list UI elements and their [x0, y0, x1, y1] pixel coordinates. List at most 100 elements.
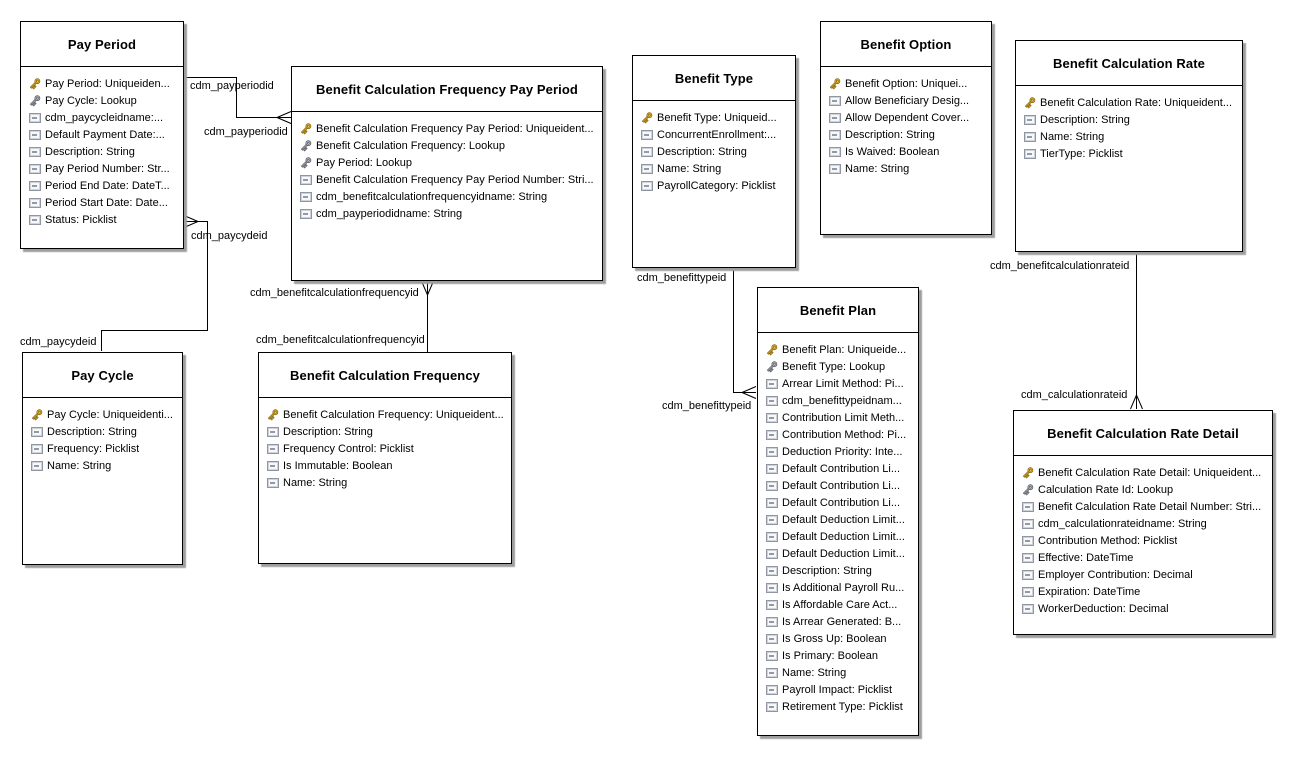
- field-label: Employer Contribution: Decimal: [1038, 568, 1193, 581]
- entity-fields: Benefit Type: Uniqueid...ConcurrentEnrol…: [633, 101, 795, 194]
- attr-icon: [1020, 568, 1035, 581]
- entity-benefit-option[interactable]: Benefit Option Benefit Option: Uniquei..…: [820, 21, 992, 235]
- attr-icon: [265, 459, 280, 472]
- attr-icon: [764, 666, 779, 679]
- attr-icon: [639, 145, 654, 158]
- field-row: TierType: Picklist: [1022, 145, 1239, 162]
- connector-label: cdm_benefitcalculationrateid: [990, 260, 1130, 272]
- attr-icon: [29, 442, 44, 455]
- attr-icon: [1020, 500, 1035, 513]
- field-row: Pay Period Number: Str...: [27, 160, 180, 177]
- field-row: Calculation Rate Id: Lookup: [1020, 481, 1269, 498]
- connector-label: cdm_paycydeid: [20, 336, 97, 348]
- field-row: cdm_calculationrateidname: String: [1020, 515, 1269, 532]
- attr-icon: [1020, 551, 1035, 564]
- field-label: Benefit Calculation Frequency Pay Period…: [316, 122, 594, 135]
- attr-icon: [827, 162, 842, 175]
- field-row: Frequency Control: Picklist: [265, 440, 508, 457]
- field-label: Arrear Limit Method: Pi...: [782, 377, 904, 390]
- field-row: Benefit Plan: Uniqueide...: [764, 341, 915, 358]
- field-row: Name: String: [265, 474, 508, 491]
- field-row: Is Immutable: Boolean: [265, 457, 508, 474]
- attr-icon: [764, 377, 779, 390]
- field-label: Pay Period: Uniqueiden...: [45, 77, 170, 90]
- entity-benefit-calculation-rate-detail[interactable]: Benefit Calculation Rate Detail Benefit …: [1013, 410, 1273, 635]
- field-label: Benefit Calculation Frequency: Uniqueide…: [283, 408, 504, 421]
- connector-label: cdm_benefittypeid: [637, 272, 727, 284]
- attr-icon: [265, 442, 280, 455]
- entity-benefit-calculation-frequency[interactable]: Benefit Calculation Frequency Benefit Ca…: [258, 352, 512, 564]
- connector-bcf-bcfpp[interactable]: [421, 280, 434, 352]
- field-label: Is Arrear Generated: B...: [782, 615, 902, 628]
- field-row: Name: String: [827, 160, 988, 177]
- field-row: Is Additional Payroll Ru...: [764, 579, 915, 596]
- attr-icon: [764, 564, 779, 577]
- field-row: Retirement Type: Picklist: [764, 698, 915, 715]
- connector-paycycle-payperiod[interactable]: [101, 215, 208, 352]
- field-label: Is Immutable: Boolean: [283, 459, 393, 472]
- key-gold-icon: [1020, 466, 1035, 479]
- field-row: Payroll Impact: Picklist: [764, 681, 915, 698]
- field-row: Default Contribution Li...: [764, 460, 915, 477]
- field-label: Retirement Type: Picklist: [782, 700, 903, 713]
- field-label: Description: String: [782, 564, 872, 577]
- field-row: Benefit Calculation Frequency Pay Period…: [298, 120, 599, 137]
- attr-icon: [27, 213, 42, 226]
- attr-icon: [764, 649, 779, 662]
- field-label: cdm_paycycleidname:...: [45, 111, 163, 124]
- field-row: Benefit Calculation Rate Detail: Uniquei…: [1020, 464, 1269, 481]
- entity-title: Benefit Type: [633, 56, 795, 101]
- field-label: Pay Cycle: Lookup: [45, 94, 137, 107]
- attr-icon: [764, 547, 779, 560]
- field-row: Description: String: [265, 423, 508, 440]
- entity-benefit-calculation-rate[interactable]: Benefit Calculation Rate Benefit Calcula…: [1015, 40, 1243, 252]
- field-label: Is Additional Payroll Ru...: [782, 581, 905, 594]
- attr-icon: [827, 145, 842, 158]
- field-label: Benefit Plan: Uniqueide...: [782, 343, 907, 356]
- field-row: Period Start Date: Date...: [27, 194, 180, 211]
- key-gold-icon: [29, 408, 44, 421]
- attr-icon: [764, 411, 779, 424]
- field-row: Employer Contribution: Decimal: [1020, 566, 1269, 583]
- field-label: Name: String: [657, 162, 722, 175]
- field-row: Is Affordable Care Act...: [764, 596, 915, 613]
- field-row: Name: String: [29, 457, 179, 474]
- field-label: Allow Dependent Cover...: [845, 111, 970, 124]
- field-label: Benefit Type: Lookup: [782, 360, 886, 373]
- field-label: Description: String: [845, 128, 935, 141]
- entity-fields: Pay Cycle: Uniqueidenti...Description: S…: [23, 398, 182, 474]
- connector-payperiod-bcfpp[interactable]: [184, 77, 292, 124]
- entity-pay-cycle[interactable]: Pay Cycle Pay Cycle: Uniqueidenti...Desc…: [22, 352, 183, 565]
- field-label: Benefit Option: Uniquei...: [845, 77, 968, 90]
- entity-title: Benefit Plan: [758, 288, 918, 333]
- field-row: Name: String: [764, 664, 915, 681]
- field-label: TierType: Picklist: [1040, 147, 1123, 160]
- key-gold-icon: [764, 343, 779, 356]
- entity-pay-period[interactable]: Pay Period Pay Period: Uniqueiden...Pay …: [20, 21, 184, 249]
- entity-title: Benefit Calculation Frequency Pay Period: [292, 67, 602, 112]
- attr-icon: [265, 425, 280, 438]
- field-label: Description: String: [283, 425, 373, 438]
- field-row: Benefit Type: Lookup: [764, 358, 915, 375]
- connector-benefittype-benefitplan[interactable]: [733, 268, 757, 399]
- attr-icon: [1022, 113, 1037, 126]
- key-gray-icon: [27, 94, 42, 107]
- field-label: Allow Beneficiary Desig...: [845, 94, 970, 107]
- entity-benefit-type[interactable]: Benefit Type Benefit Type: Uniqueid...Co…: [632, 55, 796, 268]
- attr-icon: [639, 162, 654, 175]
- field-label: Period Start Date: Date...: [45, 196, 168, 209]
- field-label: Frequency Control: Picklist: [283, 442, 414, 455]
- field-label: Default Deduction Limit...: [782, 513, 905, 526]
- field-label: Benefit Calculation Rate Detail Number: …: [1038, 500, 1262, 513]
- field-label: Description: String: [47, 425, 137, 438]
- connector-label: cdm_calculationrateid: [1021, 389, 1128, 401]
- entity-benefit-plan[interactable]: Benefit Plan Benefit Plan: Uniqueide... B…: [757, 287, 919, 736]
- attr-icon: [764, 581, 779, 594]
- field-label: Is Gross Up: Boolean: [782, 632, 887, 645]
- entity-benefit-calculation-frequency-pay-period[interactable]: Benefit Calculation Frequency Pay Period…: [291, 66, 603, 281]
- field-label: Effective: DateTime: [1038, 551, 1134, 564]
- connector-bcr-bcrd[interactable]: [1130, 252, 1143, 410]
- field-label: Benefit Calculation Rate: Uniqueident...: [1040, 96, 1233, 109]
- field-label: Default Deduction Limit...: [782, 530, 905, 543]
